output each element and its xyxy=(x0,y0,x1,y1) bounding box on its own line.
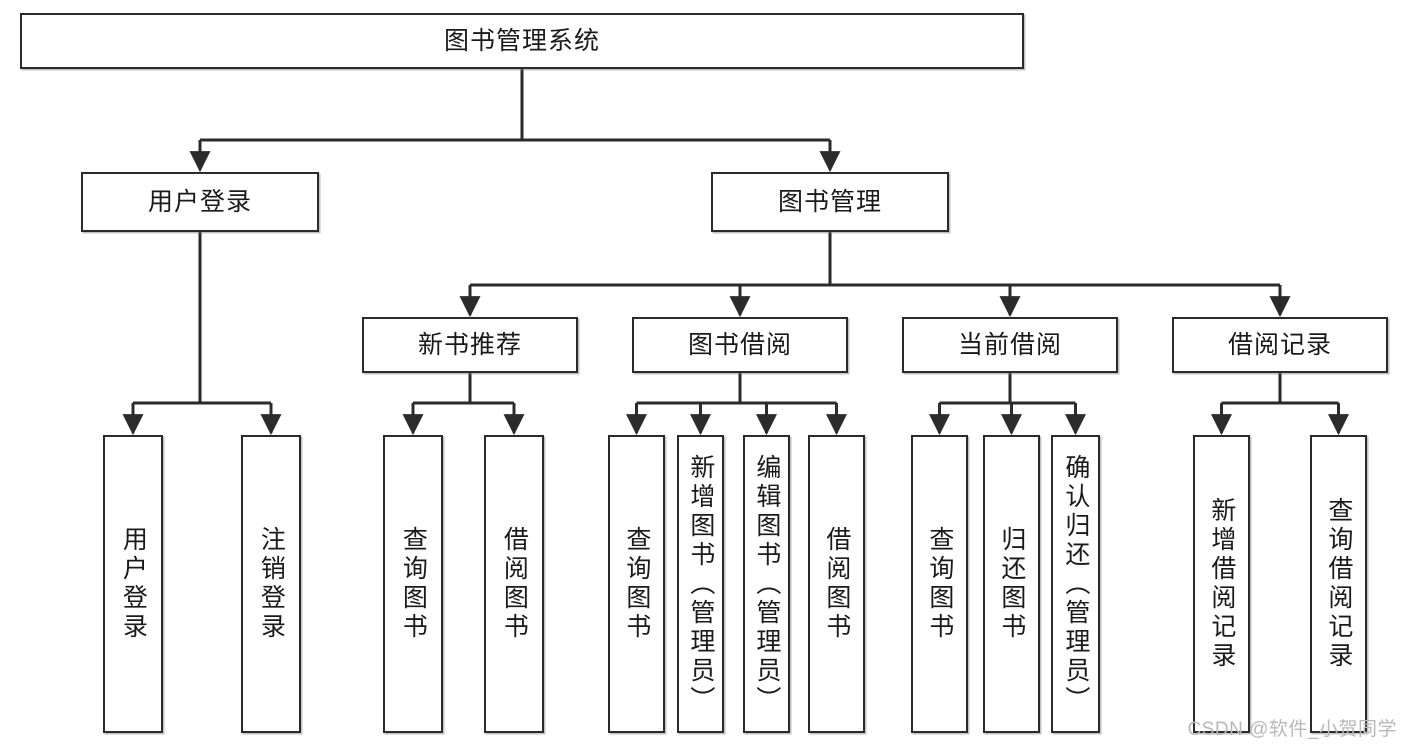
node-label: 借阅记录 xyxy=(1227,331,1332,359)
node-label: 新增图书（管理员） xyxy=(686,453,715,715)
node-book-borrow[interactable]: 图书借阅 xyxy=(632,317,848,373)
node-leaf-edit-book[interactable]: 编辑图书（管理员） xyxy=(743,435,790,733)
node-new-book-rec[interactable]: 新书推荐 xyxy=(362,317,578,373)
node-label: 图书管理系统 xyxy=(443,27,600,55)
node-label: 借阅图书 xyxy=(822,526,851,642)
node-user-login[interactable]: 用户登录 xyxy=(81,172,319,232)
node-label: 确认归还（管理员） xyxy=(1061,453,1090,715)
node-label: 查询图书 xyxy=(925,526,954,642)
node-leaf-add-book[interactable]: 新增图书（管理员） xyxy=(677,435,724,733)
node-leaf-borrow-book-2[interactable]: 借阅图书 xyxy=(808,435,865,733)
node-label: 图书管理 xyxy=(777,188,882,216)
node-label: 借阅图书 xyxy=(500,526,529,642)
node-book-manage[interactable]: 图书管理 xyxy=(711,172,949,232)
node-leaf-user-logout[interactable]: 注销登录 xyxy=(241,435,301,733)
node-leaf-user-login[interactable]: 用户登录 xyxy=(103,435,163,733)
node-label: 新增借阅记录 xyxy=(1207,497,1236,671)
node-leaf-return-book[interactable]: 归还图书 xyxy=(983,435,1040,733)
node-label: 用户登录 xyxy=(119,526,148,642)
node-current-borrow[interactable]: 当前借阅 xyxy=(902,317,1118,373)
node-label: 查询图书 xyxy=(622,526,651,642)
node-label: 注销登录 xyxy=(257,526,286,642)
node-leaf-query-book-3[interactable]: 查询图书 xyxy=(911,435,968,733)
node-leaf-query-book-2[interactable]: 查询图书 xyxy=(608,435,665,733)
node-label: 归还图书 xyxy=(997,526,1026,642)
node-label: 用户登录 xyxy=(147,188,252,216)
watermark-label: CSDN @软件_小贺同学 xyxy=(1187,719,1397,740)
node-leaf-add-record[interactable]: 新增借阅记录 xyxy=(1193,435,1250,733)
node-leaf-borrow-book-1[interactable]: 借阅图书 xyxy=(484,435,544,733)
node-leaf-query-book-1[interactable]: 查询图书 xyxy=(383,435,443,733)
node-label: 当前借阅 xyxy=(957,331,1062,359)
node-root[interactable]: 图书管理系统 xyxy=(20,13,1024,69)
node-label: 编辑图书（管理员） xyxy=(752,453,781,715)
node-label: 查询图书 xyxy=(399,526,428,642)
node-borrow-record[interactable]: 借阅记录 xyxy=(1172,317,1388,373)
node-leaf-query-record[interactable]: 查询借阅记录 xyxy=(1310,435,1367,733)
node-label: 新书推荐 xyxy=(417,331,522,359)
node-label: 图书借阅 xyxy=(687,331,792,359)
node-leaf-confirm-return[interactable]: 确认归还（管理员） xyxy=(1051,435,1100,733)
node-label: 查询借阅记录 xyxy=(1324,497,1353,671)
